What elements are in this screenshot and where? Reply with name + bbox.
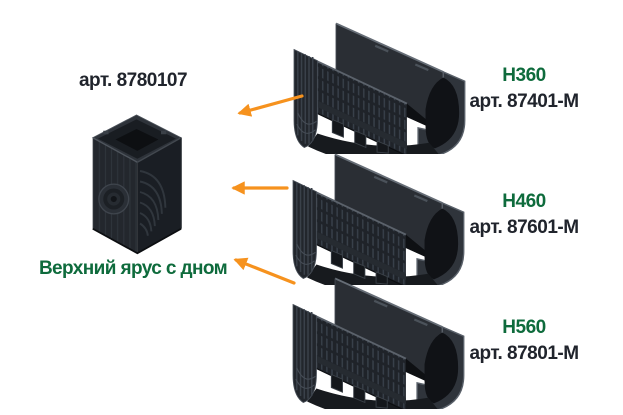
channel-article: арт. 87401-M	[469, 91, 579, 112]
channel-label-h560: H560 арт. 87801-M	[439, 315, 609, 367]
sand-trap-image	[91, 114, 183, 255]
channel-label-h460: H460 арт. 87601-M	[439, 189, 609, 241]
arrow-icon-bottom	[233, 257, 296, 285]
channel-article: арт. 87801-M	[469, 343, 579, 364]
channel-height-label: H360	[502, 65, 546, 86]
sand-trap-caption: Верхний ярус с дном	[38, 258, 228, 279]
sand-trap-article: арт. 8780107	[78, 70, 188, 91]
channel-article: арт. 87601-M	[469, 217, 579, 238]
channel-height-label: H560	[502, 317, 546, 338]
channel-height-label: H460	[502, 191, 546, 212]
channel-label-h360: H360 арт. 87401-M	[439, 63, 609, 115]
